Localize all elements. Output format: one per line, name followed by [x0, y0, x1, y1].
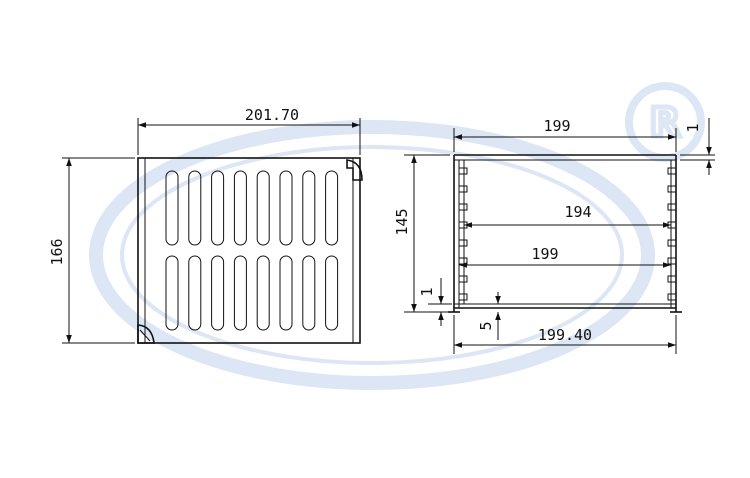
- side-inner-length-label: 194: [564, 203, 591, 221]
- front-panel-outline: [137, 157, 361, 344]
- guide-notch: [458, 167, 468, 175]
- watermark-outer-ring: [89, 120, 655, 390]
- vent-slot: [211, 170, 225, 246]
- watermark-inner-ring: [120, 145, 624, 365]
- side-bottom-width-label: 199.40: [538, 326, 592, 344]
- front-view: 201.70 166: [48, 106, 363, 344]
- guide-notch: [458, 185, 468, 193]
- vent-slot: [233, 170, 247, 246]
- registered-mark-circle: [625, 82, 705, 162]
- side-base-label: 5: [477, 321, 495, 330]
- guide-notch: [667, 257, 677, 265]
- front-height-label: 166: [48, 238, 66, 265]
- guide-notch: [667, 275, 677, 283]
- vent-slot: [279, 255, 293, 331]
- vent-slot: [302, 255, 316, 331]
- side-view: 199 1 145 194 199 1 5 199.40: [393, 117, 715, 354]
- side-top-width-label: 199: [543, 117, 570, 135]
- vent-slot: [211, 255, 225, 331]
- side-guide-notches: [458, 167, 677, 301]
- registered-mark-letter: R: [650, 100, 681, 146]
- guide-notch: [458, 239, 468, 247]
- side-top-offset-label: 1: [684, 123, 702, 132]
- guide-notch: [667, 239, 677, 247]
- guide-notch: [667, 185, 677, 193]
- front-corner-bracket-bottom-edge: [139, 329, 151, 342]
- front-width-label: 201.70: [245, 106, 299, 124]
- guide-notch: [458, 257, 468, 265]
- vent-slot: [233, 255, 247, 331]
- vent-slot: [302, 170, 316, 246]
- front-corner-bracket-top: [346, 159, 363, 181]
- guide-notch: [458, 203, 468, 211]
- guide-notch: [458, 275, 468, 283]
- guide-notch: [667, 293, 677, 301]
- vent-slot: [256, 170, 270, 246]
- side-bottom-offset-label: 1: [418, 287, 436, 296]
- guide-notch: [667, 203, 677, 211]
- vent-slot: [188, 170, 202, 246]
- guide-notch: [667, 167, 677, 175]
- vent-slot: [165, 170, 179, 246]
- vent-slot: [165, 255, 179, 331]
- front-corner-bracket-bottom: [137, 324, 155, 344]
- vent-slot: [325, 255, 339, 331]
- watermark-logo: R: [89, 82, 705, 390]
- vent-slot: [325, 170, 339, 246]
- side-inner-width-label: 199: [531, 245, 558, 263]
- vent-slot: [188, 255, 202, 331]
- vent-slot: [256, 255, 270, 331]
- guide-notch: [458, 293, 468, 301]
- vent-slot: [279, 170, 293, 246]
- vent-slot-grid: [165, 170, 339, 331]
- side-height-label: 145: [393, 208, 411, 235]
